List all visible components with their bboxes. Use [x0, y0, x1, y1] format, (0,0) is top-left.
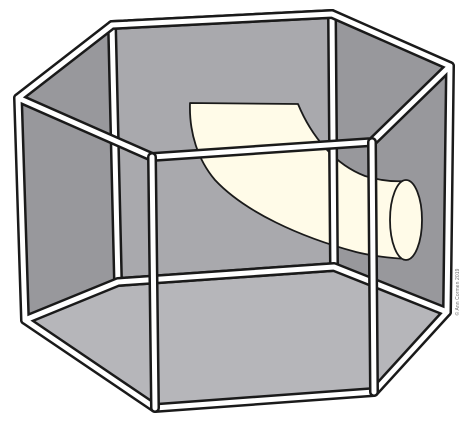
frame-bar-front-left-post — [152, 157, 155, 408]
prism-back-left-face — [18, 25, 118, 320]
copyright-credit: © Ann Cormen 2019 — [455, 268, 461, 315]
frame-bar-front-right-post — [372, 142, 374, 392]
frame-bar-right-post — [447, 66, 450, 312]
tube-opening — [390, 180, 422, 260]
